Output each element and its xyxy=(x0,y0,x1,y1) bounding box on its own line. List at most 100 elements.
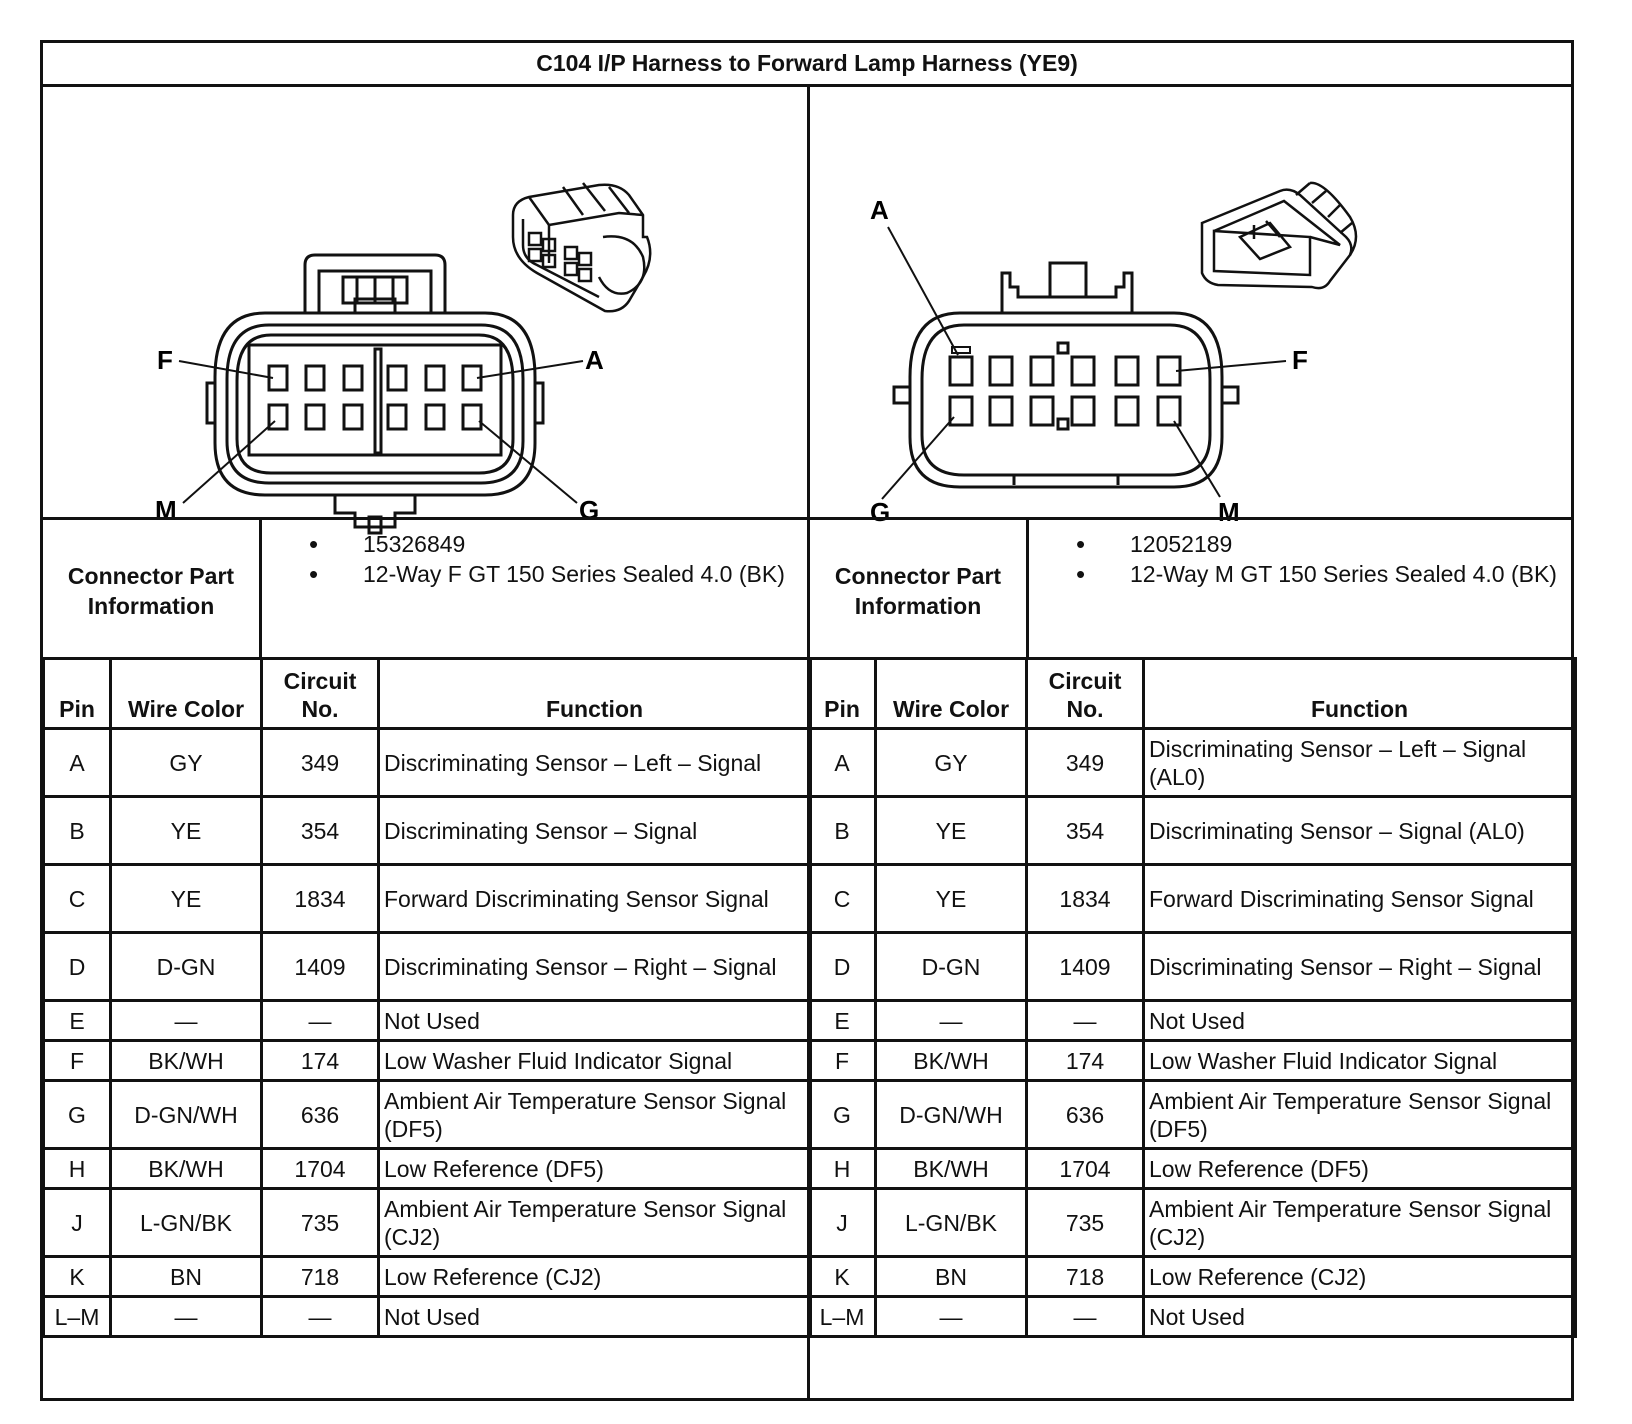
function-cell: Ambient Air Temperature Sensor Signal (D… xyxy=(1142,1079,1577,1150)
pin-label-top-left: A xyxy=(870,195,889,225)
circuit-cell: 735 xyxy=(1025,1187,1145,1258)
left-info-list: 15326849 12-Way F GT 150 Series Sealed 4… xyxy=(259,529,799,589)
wire-color-cell: BK/WH xyxy=(874,1039,1028,1082)
table-row: L–M——Not Used xyxy=(42,1295,812,1338)
circuit-cell: 718 xyxy=(260,1255,380,1298)
header-function: Function xyxy=(1142,657,1577,730)
function-cell: Low Reference (CJ2) xyxy=(377,1255,812,1298)
wire-color-cell: BN xyxy=(874,1255,1028,1298)
circuit-cell: 354 xyxy=(1025,795,1145,866)
function-cell: Low Reference (DF5) xyxy=(377,1147,812,1190)
function-cell: Not Used xyxy=(1142,1295,1577,1338)
pin-cell: H xyxy=(42,1147,112,1190)
circuit-cell: — xyxy=(1025,1295,1145,1338)
connector-chart: C104 I/P Harness to Forward Lamp Harness… xyxy=(40,40,1577,1401)
table-row: L–M——Not Used xyxy=(807,1295,1577,1338)
function-cell: Discriminating Sensor – Left – Signal xyxy=(377,727,812,798)
circuit-cell: 1704 xyxy=(1025,1147,1145,1190)
header-function: Function xyxy=(377,657,812,730)
pin-cell: L–M xyxy=(42,1295,112,1338)
header-wire-color: Wire Color xyxy=(874,657,1028,730)
wire-color-cell: BK/WH xyxy=(109,1147,263,1190)
pin-label-bottom-right: M xyxy=(1218,497,1240,527)
pin-label-top-left: F xyxy=(157,345,173,375)
circuit-cell: — xyxy=(260,999,380,1042)
function-cell: Ambient Air Temperature Sensor Signal (C… xyxy=(1142,1187,1577,1258)
wire-color-cell: D-GN xyxy=(109,931,263,1002)
left-part-number: 15326849 xyxy=(259,529,799,559)
circuit-cell: 174 xyxy=(1025,1039,1145,1082)
pin-cell: H xyxy=(807,1147,877,1190)
pin-cell: B xyxy=(807,795,877,866)
function-cell: Discriminating Sensor – Signal xyxy=(377,795,812,866)
right-connector-diagram: A F G M xyxy=(810,87,1574,547)
circuit-cell: — xyxy=(260,1295,380,1338)
pin-cell: K xyxy=(42,1255,112,1298)
function-cell: Discriminating Sensor – Left – Signal (A… xyxy=(1142,727,1577,798)
function-cell: Low Washer Fluid Indicator Signal xyxy=(377,1039,812,1082)
chart-title: C104 I/P Harness to Forward Lamp Harness… xyxy=(43,43,1571,87)
pin-label-bottom-left: G xyxy=(870,497,890,527)
wire-color-cell: BN xyxy=(109,1255,263,1298)
circuit-cell: 354 xyxy=(260,795,380,866)
pin-cell: A xyxy=(807,727,877,798)
circuit-cell: 1409 xyxy=(1025,931,1145,1002)
right-info-list: 12052189 12-Way M GT 150 Series Sealed 4… xyxy=(1026,529,1571,589)
diagram-bottom-rule xyxy=(43,517,1571,520)
wire-color-cell: YE xyxy=(874,863,1028,934)
function-cell: Forward Discriminating Sensor Signal xyxy=(377,863,812,934)
header-circuit: Circuit No. xyxy=(1025,657,1145,730)
function-cell: Not Used xyxy=(1142,999,1577,1042)
wire-color-cell: D-GN/WH xyxy=(109,1079,263,1150)
circuit-cell: 636 xyxy=(260,1079,380,1150)
function-cell: Not Used xyxy=(377,999,812,1042)
wire-color-cell: YE xyxy=(874,795,1028,866)
wire-color-cell: BK/WH xyxy=(109,1039,263,1082)
left-info-label: Connector Part Information xyxy=(67,563,235,619)
wire-color-cell: YE xyxy=(109,863,263,934)
wire-color-cell: L-GN/BK xyxy=(874,1187,1028,1258)
circuit-cell: 1834 xyxy=(260,863,380,934)
pin-label-top-right: F xyxy=(1292,345,1308,375)
wire-color-cell: — xyxy=(874,999,1028,1042)
wire-color-cell: — xyxy=(109,1295,263,1338)
wire-color-cell: YE xyxy=(109,795,263,866)
wire-color-cell: BK/WH xyxy=(874,1147,1028,1190)
function-cell: Ambient Air Temperature Sensor Signal (C… xyxy=(377,1187,812,1258)
pin-cell: K xyxy=(807,1255,877,1298)
header-circuit: Circuit No. xyxy=(260,657,380,730)
function-cell: Low Reference (CJ2) xyxy=(1142,1255,1577,1298)
pin-cell: A xyxy=(42,727,112,798)
pin-cell: C xyxy=(42,863,112,934)
right-info-label: Connector Part Information xyxy=(834,563,1002,619)
wire-color-cell: L-GN/BK xyxy=(109,1187,263,1258)
circuit-cell: 349 xyxy=(260,727,380,798)
pin-label-bottom-right: G xyxy=(579,495,599,525)
table-row: E——Not Used xyxy=(42,999,812,1042)
circuit-cell: 1704 xyxy=(260,1147,380,1190)
circuit-cell: 718 xyxy=(1025,1255,1145,1298)
right-part-number: 12052189 xyxy=(1026,529,1571,559)
pin-cell: J xyxy=(42,1187,112,1258)
pin-label-top-right: A xyxy=(585,345,604,375)
left-connector-desc: 12-Way F GT 150 Series Sealed 4.0 (BK) xyxy=(259,559,799,589)
wire-color-cell: GY xyxy=(109,727,263,798)
function-cell: Discriminating Sensor – Right – Signal xyxy=(377,931,812,1002)
wire-color-cell: GY xyxy=(874,727,1028,798)
pin-cell: F xyxy=(42,1039,112,1082)
male-connector-3d-view xyxy=(1200,181,1358,290)
function-cell: Low Reference (DF5) xyxy=(1142,1147,1577,1190)
function-cell: Not Used xyxy=(377,1295,812,1338)
wire-color-cell: D-GN/WH xyxy=(874,1079,1028,1150)
